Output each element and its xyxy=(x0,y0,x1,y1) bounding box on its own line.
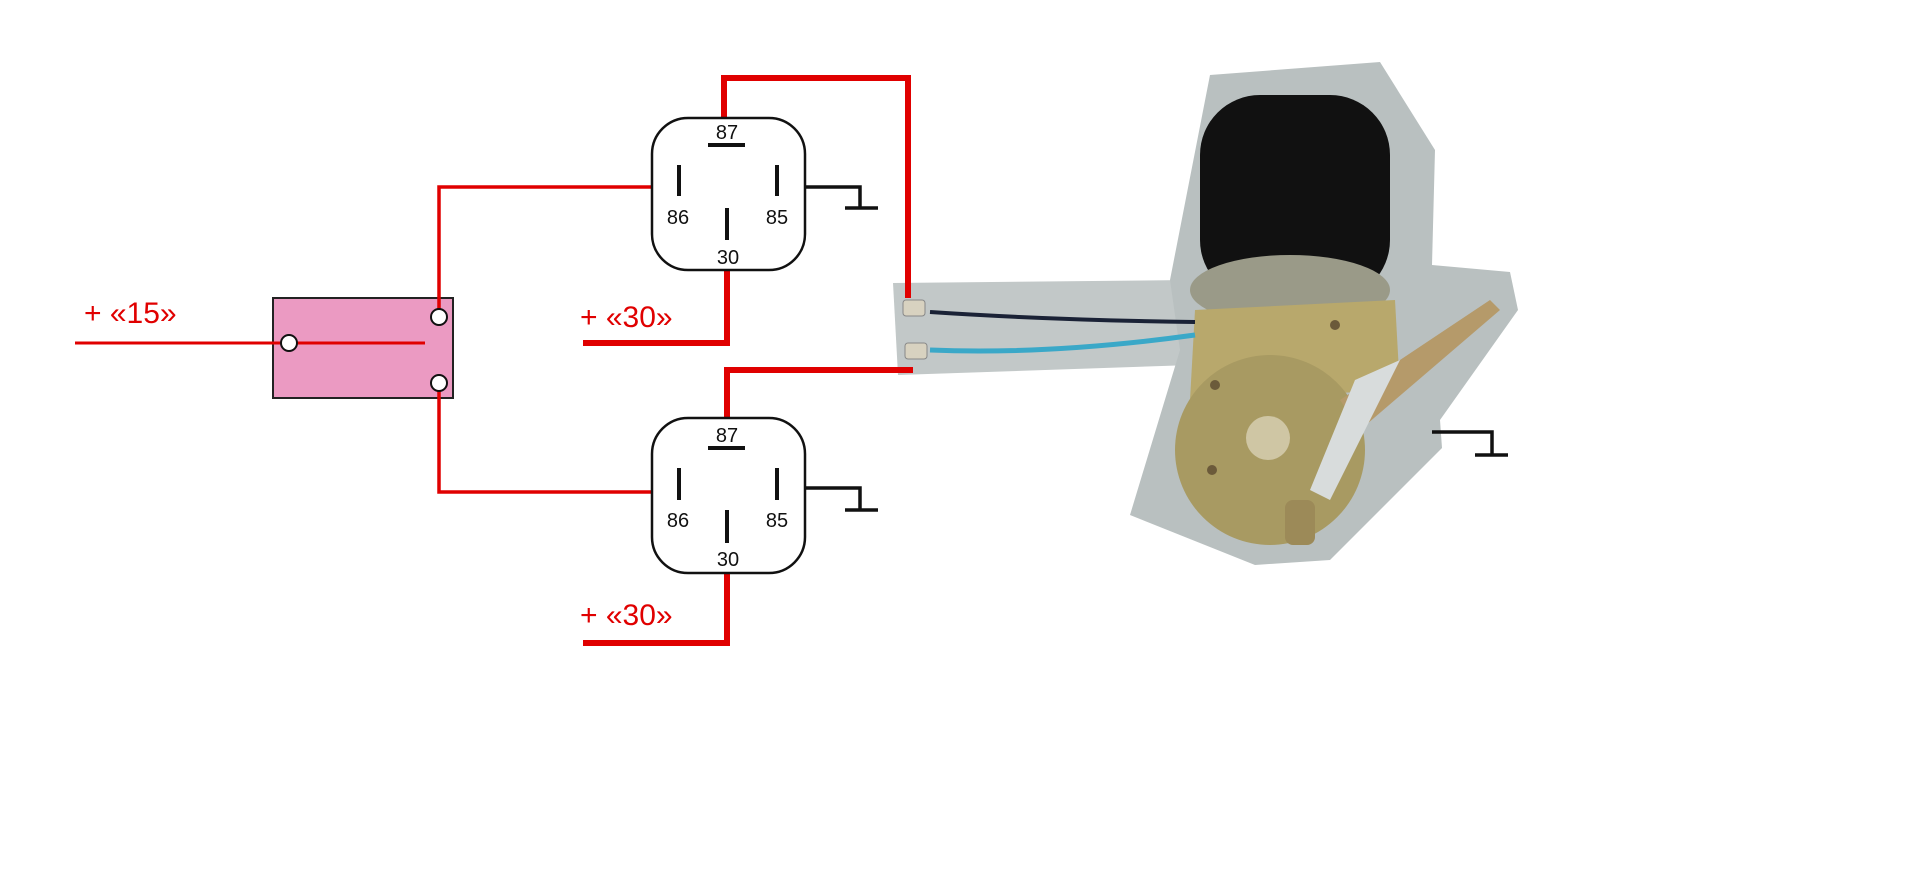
pin-30-label: 30 xyxy=(717,549,739,571)
pin-87-label: 87 xyxy=(716,425,738,447)
wire-relay1-87-to-motor xyxy=(721,75,911,298)
switch-block xyxy=(272,297,454,399)
wire-switch-to-relay1 xyxy=(437,185,652,309)
wire-relay2-87-to-motor xyxy=(724,367,913,418)
pin-86-label: 86 xyxy=(667,207,689,229)
switch-terminal-out1 xyxy=(430,308,448,326)
pin-86-label: 86 xyxy=(667,510,689,532)
switch-terminal-input xyxy=(280,334,298,352)
relay-1: 87 86 85 30 xyxy=(650,116,878,272)
relay-2: 87 86 85 30 xyxy=(650,416,878,575)
switch-terminal-out2 xyxy=(430,374,448,392)
pin-30-label: 30 xyxy=(717,247,739,269)
ground-symbol xyxy=(805,486,878,512)
wire-switch-to-relay2 xyxy=(437,391,652,494)
pin-85-label: 85 xyxy=(766,207,788,229)
wire-relay1-30-battery xyxy=(583,270,730,346)
wires xyxy=(75,75,913,646)
battery-label-top: + «30» xyxy=(580,301,673,334)
ignition-label: + «15» xyxy=(84,297,177,330)
wire-relay2-30-battery xyxy=(583,573,730,646)
battery-label-bottom: + «30» xyxy=(580,599,673,632)
pin-87-label: 87 xyxy=(716,122,738,144)
pin-85-label: 85 xyxy=(766,510,788,532)
ground-symbol xyxy=(805,185,878,210)
motor-ground-symbol xyxy=(1432,430,1508,457)
wiper-motor-photo xyxy=(893,62,1518,565)
